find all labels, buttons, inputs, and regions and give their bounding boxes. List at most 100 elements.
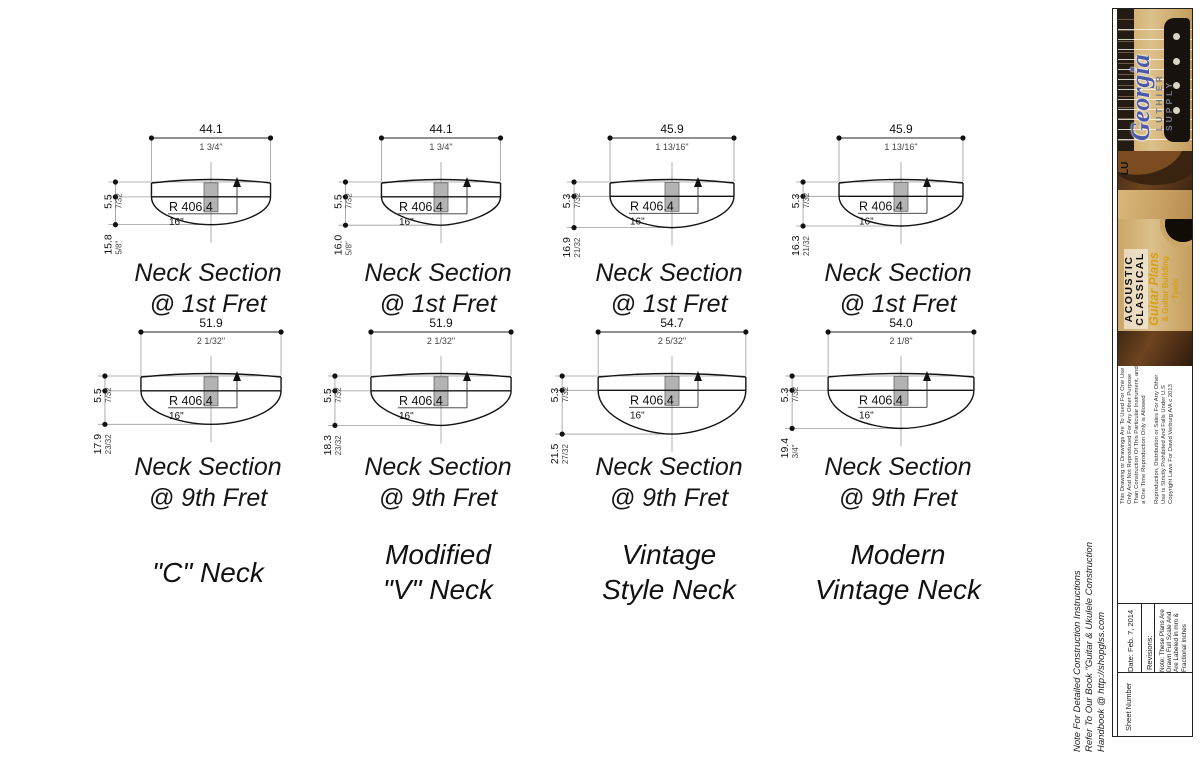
- svg-text:16": 16": [399, 217, 414, 228]
- body-curve-shape: [1118, 151, 1192, 185]
- svg-text:5.5: 5.5: [322, 388, 334, 403]
- section-caption: Neck Section@ 1st Fret: [364, 259, 512, 318]
- svg-text:1 3/4": 1 3/4": [429, 142, 452, 152]
- svg-text:5.5: 5.5: [332, 194, 344, 209]
- svg-text:19.4: 19.4: [779, 438, 791, 459]
- svg-text:54.0: 54.0: [889, 316, 913, 330]
- svg-text:44.1: 44.1: [429, 122, 453, 136]
- svg-text:R 406.4: R 406.4: [399, 394, 443, 408]
- section-caption: Neck Section@ 1st Fret: [134, 259, 282, 318]
- date-cell: Date: Feb. 7, 2014: [1118, 604, 1142, 672]
- revisions-label: Revisions:: [1145, 635, 1154, 670]
- category-label: ACOUSTIC CLASSICAL: [1123, 249, 1148, 329]
- svg-text:7/32: 7/32: [573, 192, 582, 208]
- svg-text:16": 16": [859, 216, 874, 227]
- svg-text:7/32: 7/32: [802, 192, 811, 208]
- svg-text:3/4": 3/4": [791, 444, 800, 458]
- svg-text:7/32: 7/32: [104, 387, 113, 403]
- product-title: Guitar Plans & Guitar Building Tools: [1147, 252, 1180, 326]
- section-caption: Neck Section@ 9th Fret: [364, 453, 512, 512]
- svg-text:5.3: 5.3: [779, 388, 791, 403]
- neck-type-label: Modified"V" Neck: [382, 539, 494, 605]
- svg-text:15.8: 15.8: [102, 234, 114, 255]
- section-caption: Neck Section@ 9th Fret: [134, 453, 282, 512]
- svg-text:R 406.4: R 406.4: [859, 199, 903, 213]
- svg-text:5.5: 5.5: [92, 388, 104, 403]
- svg-text:21/32: 21/32: [802, 235, 811, 256]
- svg-text:2 1/32": 2 1/32": [427, 336, 455, 346]
- svg-text:44.1: 44.1: [199, 122, 223, 136]
- brand-script-text: Georgia: [1126, 54, 1155, 141]
- guitar-headstock-photo: Georgia LUTHIER SUPPLY: [1118, 9, 1192, 151]
- guitar-body-photo: LU: [1118, 151, 1192, 219]
- svg-text:16": 16": [399, 411, 414, 422]
- revisions-cell: Revisions:: [1142, 604, 1155, 672]
- svg-text:5.3: 5.3: [549, 388, 561, 403]
- svg-text:R 406.4: R 406.4: [399, 200, 443, 214]
- svg-text:16": 16": [630, 216, 645, 227]
- brand-subtitle: LUTHIER SUPPLY: [1154, 73, 1174, 131]
- svg-text:23/32: 23/32: [104, 434, 113, 455]
- svg-text:7/32: 7/32: [334, 387, 343, 403]
- wood-boards-shape: [1118, 190, 1192, 219]
- svg-text:16": 16": [169, 411, 184, 422]
- svg-text:45.9: 45.9: [889, 122, 913, 136]
- svg-text:16.3: 16.3: [790, 235, 802, 256]
- svg-text:1 3/4": 1 3/4": [199, 142, 222, 152]
- construction-note-line: Note For Detailed Construction Instructi…: [1072, 570, 1083, 752]
- svg-text:5.5: 5.5: [102, 194, 114, 209]
- svg-text:54.7: 54.7: [660, 316, 684, 330]
- svg-text:45.9: 45.9: [660, 122, 684, 136]
- legal-paragraph: This Drawing or Drawings Are To Used For…: [1120, 366, 1147, 504]
- svg-text:7/32: 7/32: [344, 193, 353, 209]
- svg-text:2 1/8": 2 1/8": [889, 336, 912, 346]
- section-caption: Neck Section@ 9th Fret: [595, 453, 743, 512]
- scale-note-cell: Note: These Plans Are Drawn Full Scale A…: [1155, 604, 1193, 672]
- brand-fragment: LU: [1120, 161, 1131, 175]
- legal-paragraph: Reproduction, Distribution or Sales For …: [1154, 374, 1174, 504]
- guitar-body-photo-2: [1118, 331, 1192, 366]
- svg-text:5/8": 5/8": [344, 241, 353, 255]
- svg-text:R 406.4: R 406.4: [169, 200, 213, 214]
- svg-text:5.3: 5.3: [561, 194, 573, 209]
- handbook-url: Handbook @ http://shopglss.com: [1096, 611, 1107, 752]
- guitar-top-photo: ACOUSTIC CLASSICAL Guitar Plans & Guitar…: [1118, 219, 1192, 331]
- svg-text:16.9: 16.9: [561, 237, 573, 258]
- svg-text:R 406.4: R 406.4: [169, 394, 213, 408]
- border-line: [1117, 9, 1118, 736]
- svg-text:18.3: 18.3: [322, 435, 334, 456]
- svg-text:21.5: 21.5: [549, 443, 561, 464]
- headstock-shape: [1164, 17, 1190, 143]
- svg-text:2 1/32": 2 1/32": [197, 336, 225, 346]
- brand-logo: Georgia: [1126, 23, 1156, 141]
- svg-text:R 406.4: R 406.4: [859, 393, 903, 407]
- soundhole-shape: [1160, 219, 1192, 247]
- svg-text:17.9: 17.9: [92, 434, 104, 455]
- svg-text:7/32: 7/32: [114, 193, 123, 209]
- section-caption: Neck Section@ 9th Fret: [824, 453, 972, 512]
- svg-text:R 406.4: R 406.4: [630, 199, 674, 213]
- svg-text:1 13/16": 1 13/16": [884, 142, 917, 152]
- svg-text:2 5/32": 2 5/32": [658, 336, 686, 346]
- section-caption: Neck Section@ 1st Fret: [595, 259, 743, 318]
- svg-text:1 13/16": 1 13/16": [655, 142, 688, 152]
- svg-text:5/8": 5/8": [114, 241, 123, 255]
- neck-type-label: "C" Neck: [152, 556, 264, 588]
- section-caption: Neck Section@ 1st Fret: [824, 259, 972, 318]
- title-block-cells: Date: Feb. 7, 2014 Revisions: Note: Thes…: [1118, 603, 1193, 673]
- svg-text:16": 16": [859, 410, 874, 421]
- svg-text:7/32: 7/32: [791, 386, 800, 402]
- svg-text:5.3: 5.3: [790, 194, 802, 209]
- sheet-number-label: Sheet Number: [1124, 682, 1133, 731]
- svg-text:51.9: 51.9: [429, 316, 453, 330]
- svg-text:16": 16": [630, 410, 645, 421]
- scale-note: Note: These Plans Are Drawn Full Scale A…: [1159, 609, 1188, 672]
- sheet-number-box: Sheet Number: [1118, 673, 1192, 736]
